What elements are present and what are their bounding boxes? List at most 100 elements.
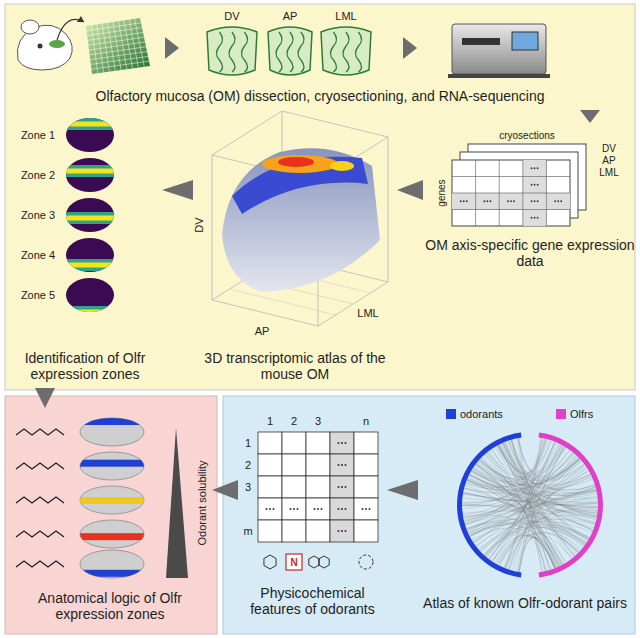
axis-box [282,111,388,137]
matrix-cell [476,193,500,210]
axis-label: AP [283,10,298,22]
process-step: Anatomical logic of Olfr expression zone… [10,410,210,626]
matrix-cell [330,498,354,520]
grid-line [91,61,149,69]
ellipsis-dot [554,200,556,202]
axis-label: Zone 2 [21,169,55,181]
zone-band [78,418,148,425]
atlas-hot [330,161,354,171]
grid-line [452,209,570,210]
matrix-cell [258,454,282,476]
axis-label: LML [335,10,356,22]
zone-band [78,533,148,540]
axis-box [212,111,282,155]
chord [478,446,563,480]
axis-label: Zone 1 [21,129,55,141]
turbinate [331,32,337,72]
ellipsis-dot [557,200,559,202]
ellipsis-dot [534,167,536,169]
matrix-cell [258,432,282,454]
atlas-band [232,157,368,214]
structure-icon [359,555,373,569]
grid-line [129,20,138,68]
matrix-cell [354,476,378,498]
axis-label: Zone 5 [21,289,55,301]
axis-label: DV [602,143,616,154]
zone-band [60,118,120,130]
grid-line [90,52,147,60]
grid-line [452,193,570,194]
axis-label: N [290,557,297,568]
mucosa-block [86,18,150,74]
axis-label: 1 [245,437,251,449]
axis-label: AP [255,325,270,337]
flow-chevron [397,180,423,200]
legend-swatch [446,409,456,419]
ellipsis-dot [345,442,347,444]
chord [466,438,543,487]
ellipsis-dot [531,167,533,169]
ellipsis-dot [317,508,319,510]
axis-label: DV [224,10,239,22]
chord [484,459,580,555]
matrix-cell [306,454,330,476]
chord [462,504,598,506]
chord [486,453,545,571]
axis-box [388,137,389,282]
process-step: Olfactory mucosa (OM) dissection, cryose… [10,8,630,108]
ellipsis-dot [338,508,340,510]
chord [511,440,597,514]
legend-text: odorants [460,408,503,420]
matrix-cell [306,476,330,498]
chord [497,445,562,475]
ellipsis-dot [338,442,340,444]
ellipsis-dot [365,508,367,510]
chevron [165,37,179,59]
ellipsis-dot [345,464,347,466]
odorant-arc [457,433,521,578]
grid-line [91,56,148,64]
process-step: Atlas of known Olfr-odorant pairs [420,410,630,615]
ellipsis-dot [338,530,340,532]
ellipsis-dot [345,486,347,488]
legend-swatch [556,409,566,419]
step-caption: Anatomical logic of Olfr expression zone… [10,590,210,622]
ellipsis-dot [490,200,492,202]
ellipsis-dot [560,200,562,202]
zone-band [60,310,120,315]
matrix-cell [330,454,354,476]
atlas-hot [262,155,338,173]
matrix-cell [546,193,570,210]
turbinate [217,32,223,72]
ellipsis-dot [341,486,343,488]
molecule [16,561,64,567]
matrix-cell [330,432,354,454]
legend-text: Olfrs [570,408,593,420]
turbinate [356,32,362,72]
matrix-cell [499,193,523,210]
pointer-head [77,16,84,22]
legend-item: odorants [446,408,503,420]
matrix-cell [523,177,547,194]
turbinate [287,32,293,72]
flow-chevron [387,480,418,500]
olfr-arc [539,433,603,578]
ellipsis-dot [269,508,271,510]
ellipsis-dot [341,442,343,444]
step-caption: Physicochemical features of odorants [240,585,385,617]
matrix-cell [354,454,378,476]
matrix-cell [452,193,476,210]
matrix-cell [258,476,282,498]
chord [470,522,586,544]
chord [504,442,575,556]
panel [5,4,635,390]
ellipsis-dot [463,200,465,202]
axis-label: 3 [245,481,251,493]
mouse-eye [38,44,43,49]
ellipsis-dot [513,200,515,202]
ellipsis-dot [484,200,486,202]
axis-label: 2 [291,415,297,427]
zone-band [60,306,120,318]
mouse-ear [21,20,39,34]
flow-chevron [162,180,193,200]
